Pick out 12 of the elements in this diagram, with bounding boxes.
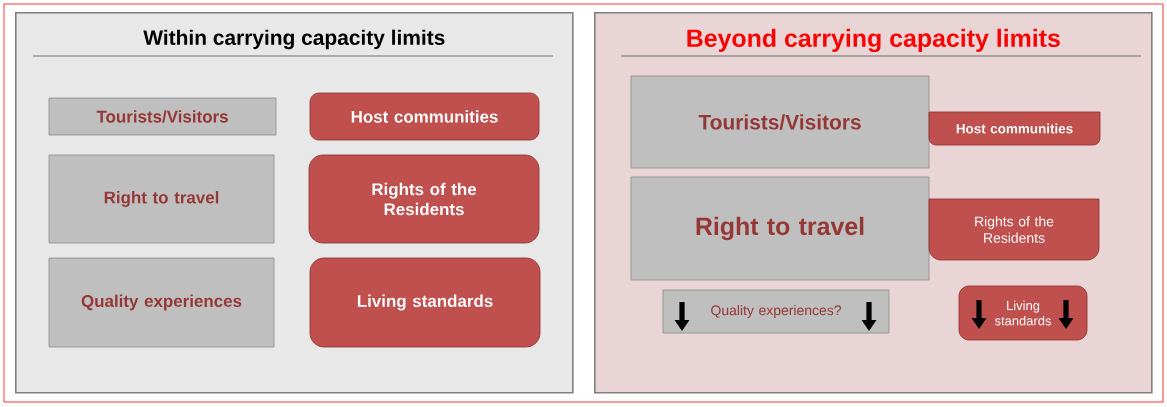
- rounded-box: Living standards: [958, 285, 1088, 341]
- text-box: Quality experiences?: [662, 289, 890, 334]
- text-box: Tourists/Visitors: [48, 97, 277, 136]
- text-box: Quality experiences: [48, 257, 275, 348]
- tab-box: Rights of the Residents: [928, 198, 1100, 261]
- text-box: Right to travel: [630, 176, 930, 281]
- rounded-box: Rights of the Residents: [308, 154, 540, 244]
- rounded-box: Living standards: [309, 257, 541, 348]
- text-box: Tourists/Visitors: [630, 75, 930, 169]
- tab-box: Host communities: [928, 111, 1101, 146]
- rounded-box: Host communities: [309, 92, 540, 141]
- text-box: Right to travel: [48, 154, 275, 244]
